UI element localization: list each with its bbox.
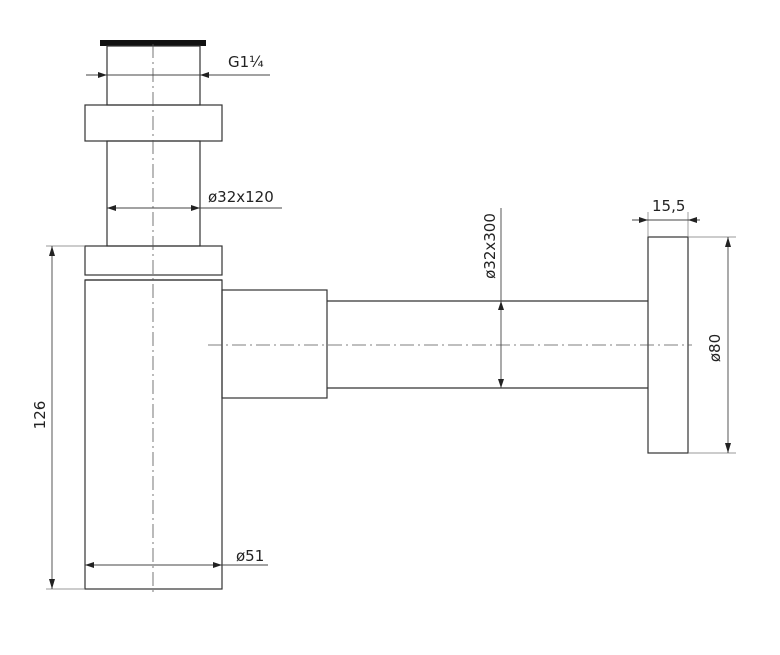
arrow-head — [200, 72, 209, 78]
dimension-flange-thickness: 15,5 — [632, 197, 700, 237]
upper-nut — [84, 104, 223, 142]
dimension-height: 126 — [31, 245, 85, 590]
threaded-tube — [106, 45, 201, 106]
arrow-head — [98, 72, 107, 78]
arrow-head — [725, 443, 731, 453]
arrow-head — [49, 579, 55, 589]
arrow-head — [85, 562, 94, 568]
dimension-flange-diameter: ø80 — [688, 236, 736, 454]
dimension-outlet-pipe: ø32x300 — [481, 208, 504, 388]
outlet-connector — [221, 289, 328, 399]
arrow-head — [213, 562, 222, 568]
tube-label: ø32x120 — [208, 188, 274, 206]
dimension-body-diameter: ø51 — [85, 547, 268, 568]
arrow-head — [639, 217, 648, 223]
dimension-tube: ø32x120 — [107, 188, 282, 211]
arrow-head — [107, 205, 116, 211]
outlet-pipe-label: ø32x300 — [481, 213, 499, 279]
arrow-head — [725, 237, 731, 247]
arrow-head — [191, 205, 200, 211]
body-collar — [84, 245, 223, 276]
height-label: 126 — [31, 401, 49, 430]
thread-label: G1¼ — [228, 53, 264, 71]
center-lines — [152, 44, 692, 594]
arrow-head — [498, 301, 504, 310]
drain-cap-plate — [100, 40, 206, 46]
dimension-thread: G1¼ — [86, 53, 270, 78]
flange-diameter-label: ø80 — [706, 334, 724, 362]
arrow-head — [688, 217, 697, 223]
bottle-body — [84, 279, 223, 590]
part-outlines — [84, 40, 689, 590]
arrow-head — [49, 246, 55, 256]
flange-thickness-label: 15,5 — [652, 197, 685, 215]
arrow-head — [498, 379, 504, 388]
body-diameter-label: ø51 — [236, 547, 264, 565]
vertical-tube — [106, 140, 201, 247]
